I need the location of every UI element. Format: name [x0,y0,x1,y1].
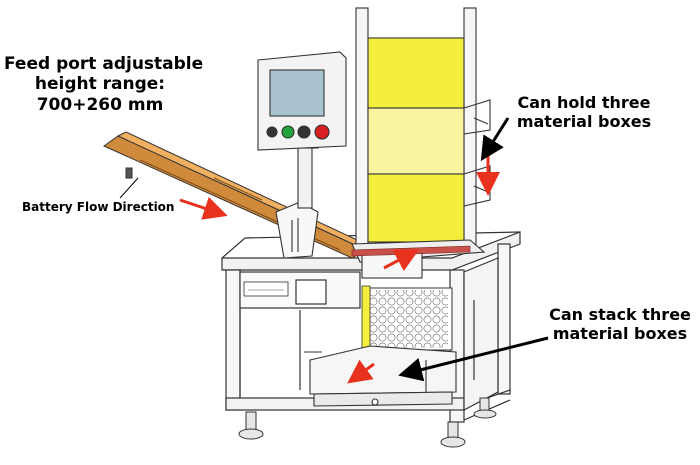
feed-port-line2: height range: [34,74,166,95]
hold-boxes-line1: Can hold three [517,93,651,112]
cabinet-frame [221,231,521,423]
stack-boxes-label: Can stack three material boxes [540,305,700,343]
battery-flow-arrow [179,196,228,220]
hold-boxes-line2: material boxes [516,112,652,132]
pointer-arrows [398,117,549,382]
transfer-arrow [383,249,420,272]
feed-chute [103,131,371,259]
feed-port-line3: 700+260 mm [36,94,164,115]
control-panel [257,51,347,209]
flow-leader [119,177,139,199]
battery-flow-label: Battery Flow Direction [22,200,175,214]
chute-support [275,201,319,259]
material-box-tower [351,7,491,279]
hold-pointer-arrow [480,117,510,162]
feed-port-line1: Feed port adjustable [4,54,204,74]
stack-tray [304,345,457,407]
stack-arrow [347,359,375,384]
machine-feet [238,397,497,448]
stacked-box-cells [361,285,453,351]
stack-boxes-line2: material boxes [552,324,688,344]
stack-boxes-line1: Can stack three [549,305,691,324]
hold-boxes-label: Can hold three material boxes [510,93,658,131]
brand-plate [243,281,289,297]
feed-port-label: Feed port adjustable height range: 700+2… [4,54,204,115]
stack-pointer-arrow [398,336,549,382]
